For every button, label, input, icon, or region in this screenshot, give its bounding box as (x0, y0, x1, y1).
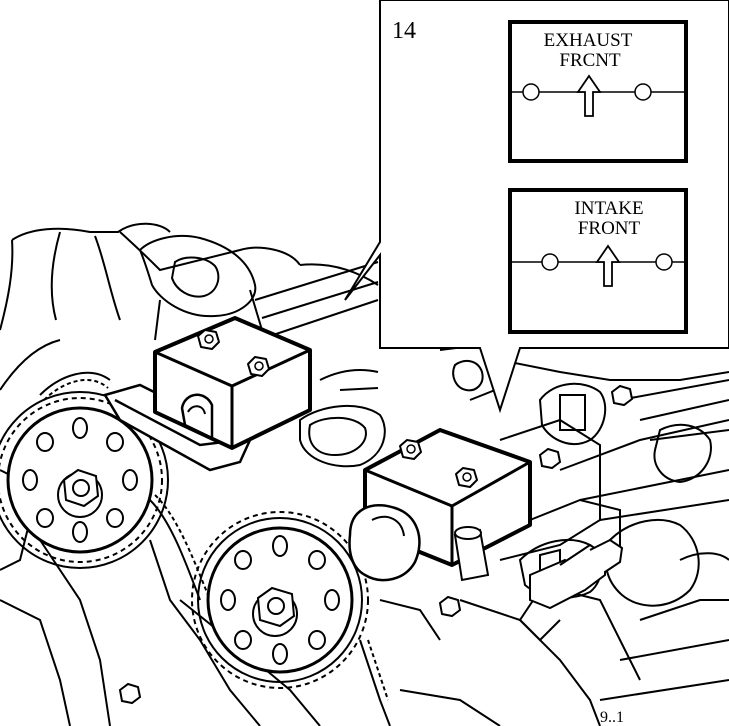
cam-holder-block-intake (348, 428, 532, 582)
exhaust-front-callout: EXHAUST FRCNT (508, 20, 688, 163)
intake-label-line2: FRONT (578, 218, 641, 239)
bolt-head (197, 329, 220, 350)
step-number: 14 (392, 18, 416, 44)
figure-code: 9..1 (600, 709, 624, 726)
bolt-head (399, 439, 422, 460)
intake-cam-sprocket (191, 511, 369, 689)
spark-plug (453, 526, 624, 610)
front-arrow-icon (576, 74, 602, 117)
small-bolts (118, 384, 634, 705)
bolt-head (247, 356, 270, 377)
engine-background (0, 222, 729, 726)
exhaust-label-line2: FRCNT (559, 50, 621, 71)
bolt-head (455, 467, 478, 488)
exhaust-cam-sprocket (0, 391, 169, 569)
cam-holder-block-exhaust (153, 316, 312, 450)
intake-label-line1: INTAKE (574, 198, 643, 219)
timing-chain (39, 371, 391, 726)
intake-front-callout: INTAKE FRONT (508, 188, 688, 334)
front-arrow-icon (595, 244, 621, 287)
exhaust-label-line1: EXHAUST (544, 30, 633, 51)
